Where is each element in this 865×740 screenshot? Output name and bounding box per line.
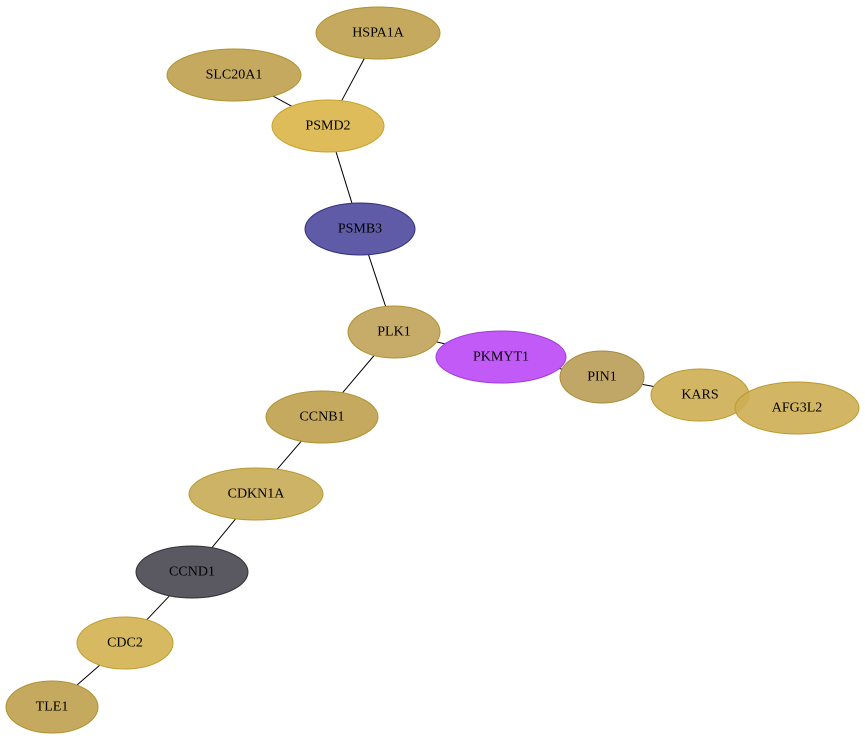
- node-ccnb1[interactable]: CCNB1: [265, 390, 379, 444]
- node-afg3l2[interactable]: AFG3L2: [734, 381, 860, 435]
- node-ccnd1[interactable]: CCND1: [135, 545, 249, 599]
- edge-cdc2-tle1: [76, 664, 101, 686]
- node-tle1-label: TLE1: [36, 700, 69, 715]
- nodes-layer: HSPA1A SLC20A1PSMD2PSMB3PLK1PKMYT1PIN1KAR…: [5, 6, 860, 734]
- node-pkmyt1[interactable]: PKMYT1: [435, 330, 567, 384]
- node-slc20a1-label: SLC20A1: [206, 68, 263, 83]
- node-hspa1a-label: HSPA1A: [352, 26, 405, 41]
- node-pin1[interactable]: PIN1: [559, 350, 645, 404]
- edge-psmd2-psmb3: [335, 151, 353, 204]
- node-pkmyt1-shape: [435, 330, 567, 384]
- node-psmb3[interactable]: PSMB3: [304, 202, 416, 256]
- node-ccnd1-label: CCND1: [169, 565, 215, 580]
- node-cdc2[interactable]: CDC2: [76, 616, 174, 670]
- node-pin1-shape: [559, 350, 645, 404]
- edge-psmb3-plk1: [368, 254, 387, 307]
- edge-ccnd1-cdc2: [146, 595, 170, 621]
- node-kars[interactable]: KARS: [650, 368, 750, 422]
- node-psmd2[interactable]: PSMD2: [271, 99, 385, 153]
- edge-plk1-pkmyt1: [436, 341, 446, 345]
- node-cdkn1a[interactable]: CDKN1A: [188, 467, 324, 521]
- node-pkmyt1-label: PKMYT1: [473, 350, 529, 365]
- node-hspa1a[interactable]: HSPA1A: [315, 6, 441, 60]
- node-slc20a1[interactable]: SLC20A1: [166, 48, 302, 102]
- node-afg3l2-label: AFG3L2: [772, 401, 823, 416]
- node-kars-label: KARS: [681, 388, 718, 403]
- node-slc20a1-shape: [166, 48, 302, 102]
- node-pin1-label: PIN1: [587, 370, 617, 385]
- node-psmd2-label: PSMD2: [305, 119, 350, 134]
- edge-slc20a1-psmd2: [272, 95, 292, 107]
- node-tle1-shape: [5, 680, 99, 734]
- node-plk1[interactable]: PLK1: [347, 305, 441, 359]
- edge-pin1-kars: [642, 383, 654, 387]
- node-cdkn1a-label: CDKN1A: [228, 487, 286, 502]
- node-plk1-shape: [347, 305, 441, 359]
- node-hspa1a-shape: [315, 6, 441, 60]
- node-ccnd1-shape: [135, 545, 249, 599]
- node-tle1[interactable]: TLE1: [5, 680, 99, 734]
- edge-cdkn1a-ccnd1: [211, 518, 237, 549]
- edge-ccnb1-cdkn1a: [276, 440, 302, 470]
- node-psmb3-shape: [304, 202, 416, 256]
- node-psmd2-shape: [271, 99, 385, 153]
- node-plk1-label: PLK1: [377, 325, 410, 340]
- node-afg3l2-shape: [734, 381, 860, 435]
- node-cdc2-shape: [76, 616, 174, 670]
- edge-plk1-ccnb1: [342, 355, 375, 394]
- node-ccnb1-label: CCNB1: [299, 410, 344, 425]
- node-psmb3-label: PSMB3: [338, 222, 382, 237]
- node-ccnb1-shape: [265, 390, 379, 444]
- node-cdkn1a-shape: [188, 467, 324, 521]
- edge-hspa1a-psmd2: [341, 58, 365, 102]
- node-cdc2-label: CDC2: [107, 636, 143, 651]
